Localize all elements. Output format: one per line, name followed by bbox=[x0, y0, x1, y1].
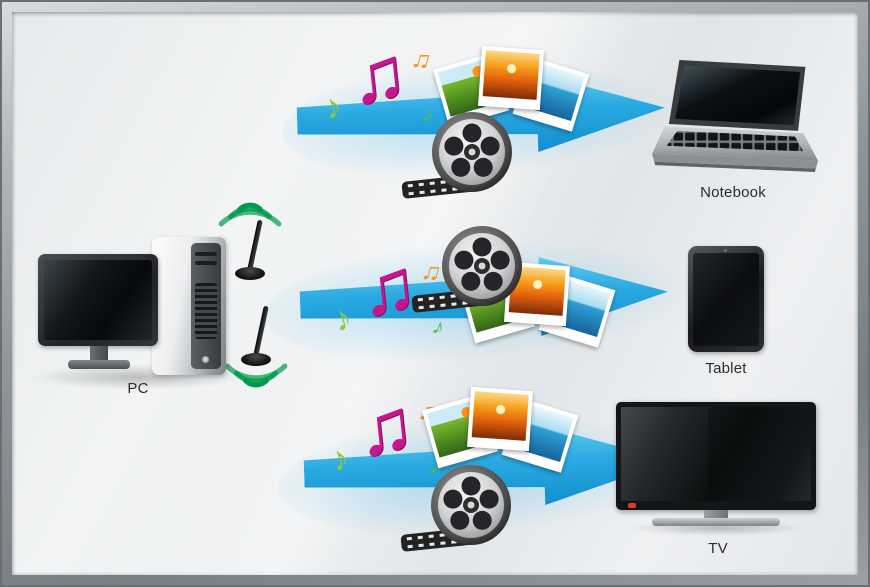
drive-slot bbox=[195, 252, 217, 256]
tv-stand-base bbox=[652, 518, 780, 526]
tv-bezel bbox=[616, 402, 816, 510]
monitor-neck bbox=[90, 346, 108, 361]
antenna-stick bbox=[253, 305, 269, 358]
pc-tower bbox=[152, 237, 226, 375]
film-reel-icon-top bbox=[401, 112, 512, 199]
tablet-label: Tablet bbox=[705, 360, 747, 377]
antenna-stick bbox=[247, 219, 263, 272]
antenna-base bbox=[241, 353, 271, 366]
photo-image bbox=[471, 391, 529, 441]
note-icon: ♫ bbox=[352, 382, 419, 473]
monitor-foot bbox=[68, 360, 130, 369]
note-icon: ♫ bbox=[408, 42, 435, 76]
diagram-canvas: ♪ ♫ ♫ ♪ ♪ ♫ ♫ ♪ ♪ ♫ ♫ ♪ bbox=[12, 12, 858, 575]
photo-image bbox=[482, 50, 540, 100]
wifi-antenna-bottom bbox=[240, 300, 272, 366]
tv-illustration bbox=[616, 402, 816, 537]
film-reel-icon-middle bbox=[411, 226, 522, 313]
tv-screen bbox=[621, 407, 811, 501]
photo-sunset bbox=[466, 386, 534, 452]
tv-label: TV bbox=[708, 540, 728, 557]
note-icon: ♪ bbox=[325, 438, 354, 480]
note-icon: ♫ bbox=[345, 30, 412, 121]
note-icon: ♪ bbox=[318, 86, 347, 128]
monitor-screen bbox=[44, 260, 152, 340]
tv-logo-icon bbox=[628, 503, 636, 508]
photo-sunset bbox=[477, 45, 545, 111]
tablet-camera-icon bbox=[724, 249, 727, 252]
tablet-illustration bbox=[688, 246, 764, 352]
notebook-illustration bbox=[652, 60, 818, 172]
note-icon: ♪ bbox=[328, 298, 357, 340]
tower-grill bbox=[195, 283, 217, 339]
pc-label: PC bbox=[127, 380, 149, 397]
pc-monitor bbox=[38, 254, 160, 374]
tablet-screen bbox=[693, 253, 759, 346]
notebook-label: Notebook bbox=[700, 184, 766, 201]
monitor-bezel bbox=[38, 254, 158, 346]
wifi-antenna-top bbox=[234, 214, 266, 280]
power-button-icon bbox=[202, 356, 209, 363]
film-reel-icon-bottom bbox=[400, 465, 511, 552]
antenna-base bbox=[235, 267, 265, 280]
